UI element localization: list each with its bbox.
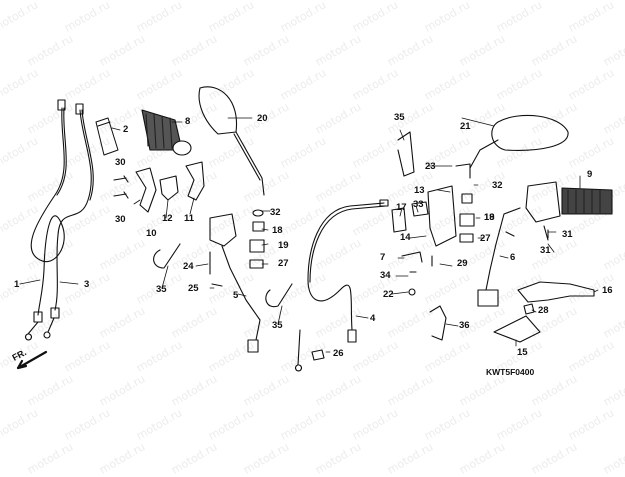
callout-33: 33 bbox=[413, 199, 424, 210]
switch-housing-11 bbox=[185, 161, 205, 201]
callout-25: 25 bbox=[188, 283, 199, 294]
callout-32-right: 32 bbox=[492, 180, 503, 191]
switch-housing-10 bbox=[135, 167, 157, 213]
callout-22: 22 bbox=[383, 289, 394, 300]
screw-30-bottom bbox=[113, 191, 129, 199]
screw-30-top bbox=[113, 175, 129, 183]
callout-7: 7 bbox=[380, 252, 386, 263]
callout-17: 17 bbox=[396, 202, 407, 213]
right-grip-9 bbox=[561, 187, 613, 215]
callout-18-right: 18 bbox=[484, 212, 495, 223]
throttle-cable-3 bbox=[43, 103, 94, 339]
callout-30-bottom: 30 bbox=[115, 214, 126, 225]
callout-34: 34 bbox=[380, 270, 391, 281]
callout-35-mid: 35 bbox=[272, 320, 283, 331]
nut-26 bbox=[311, 349, 325, 361]
callout-12: 12 bbox=[162, 213, 173, 224]
callout-6: 6 bbox=[510, 252, 516, 263]
cable-tie-35-mid bbox=[265, 283, 293, 308]
callout-10: 10 bbox=[146, 228, 157, 239]
callout-3: 3 bbox=[84, 279, 90, 290]
throttle-cable-1 bbox=[24, 99, 67, 341]
callout-24: 24 bbox=[183, 261, 194, 272]
cable-boot-2 bbox=[95, 117, 119, 156]
callout-18-left: 18 bbox=[272, 225, 283, 236]
callout-26: 26 bbox=[333, 348, 344, 359]
cable-tie-35-left bbox=[153, 243, 181, 269]
bolt-28 bbox=[523, 303, 535, 315]
callout-27-left: 27 bbox=[278, 258, 289, 269]
throttle-grip-8 bbox=[141, 109, 192, 156]
bracket-36 bbox=[429, 305, 447, 341]
callout-32-left: 32 bbox=[270, 207, 281, 218]
callout-21: 21 bbox=[460, 121, 471, 132]
callout-4: 4 bbox=[370, 313, 376, 324]
clutch-bracket bbox=[209, 209, 265, 353]
leader-lines bbox=[19, 117, 599, 353]
callout-35-left: 35 bbox=[156, 284, 167, 295]
brake-lever-16 bbox=[517, 281, 595, 303]
callout-8: 8 bbox=[185, 116, 191, 127]
callout-19-right-visible: 19 bbox=[484, 212, 495, 223]
callout-31-top: 31 bbox=[562, 229, 573, 240]
callout-5: 5 bbox=[233, 290, 239, 301]
callout-19-left: 19 bbox=[278, 240, 289, 251]
callout-36: 36 bbox=[459, 320, 470, 331]
diagram-code: KWT5F0400 bbox=[486, 367, 535, 377]
callout-30-top: 30 bbox=[115, 157, 126, 168]
callout-29: 29 bbox=[457, 258, 468, 269]
callout-31-bottom: 31 bbox=[540, 245, 551, 256]
callout-27-right: 27 bbox=[480, 233, 491, 244]
callout-2: 2 bbox=[123, 124, 129, 135]
callout-23: 23 bbox=[425, 161, 436, 172]
callout-9: 9 bbox=[587, 169, 593, 180]
callout-20: 20 bbox=[257, 113, 268, 124]
callout-35-top: 35 bbox=[394, 112, 405, 123]
mirror-21 bbox=[469, 114, 569, 169]
mirror-20 bbox=[198, 86, 265, 196]
throttle-pipe-12 bbox=[159, 175, 179, 201]
callout-15: 15 bbox=[517, 347, 528, 358]
callout-28: 28 bbox=[538, 305, 549, 316]
callout-1: 1 bbox=[14, 279, 20, 290]
callout-13: 13 bbox=[414, 185, 425, 196]
front-direction-arrow bbox=[16, 350, 48, 370]
cable-tie-35-top bbox=[397, 131, 415, 177]
right-switch-parts bbox=[391, 163, 475, 296]
callout-11: 11 bbox=[184, 213, 195, 224]
callout-14: 14 bbox=[400, 232, 411, 243]
lever-cover-15 bbox=[493, 315, 541, 343]
callout-16: 16 bbox=[602, 285, 613, 296]
right-switch-6 bbox=[477, 181, 561, 307]
clutch-cable-4 bbox=[294, 199, 389, 372]
